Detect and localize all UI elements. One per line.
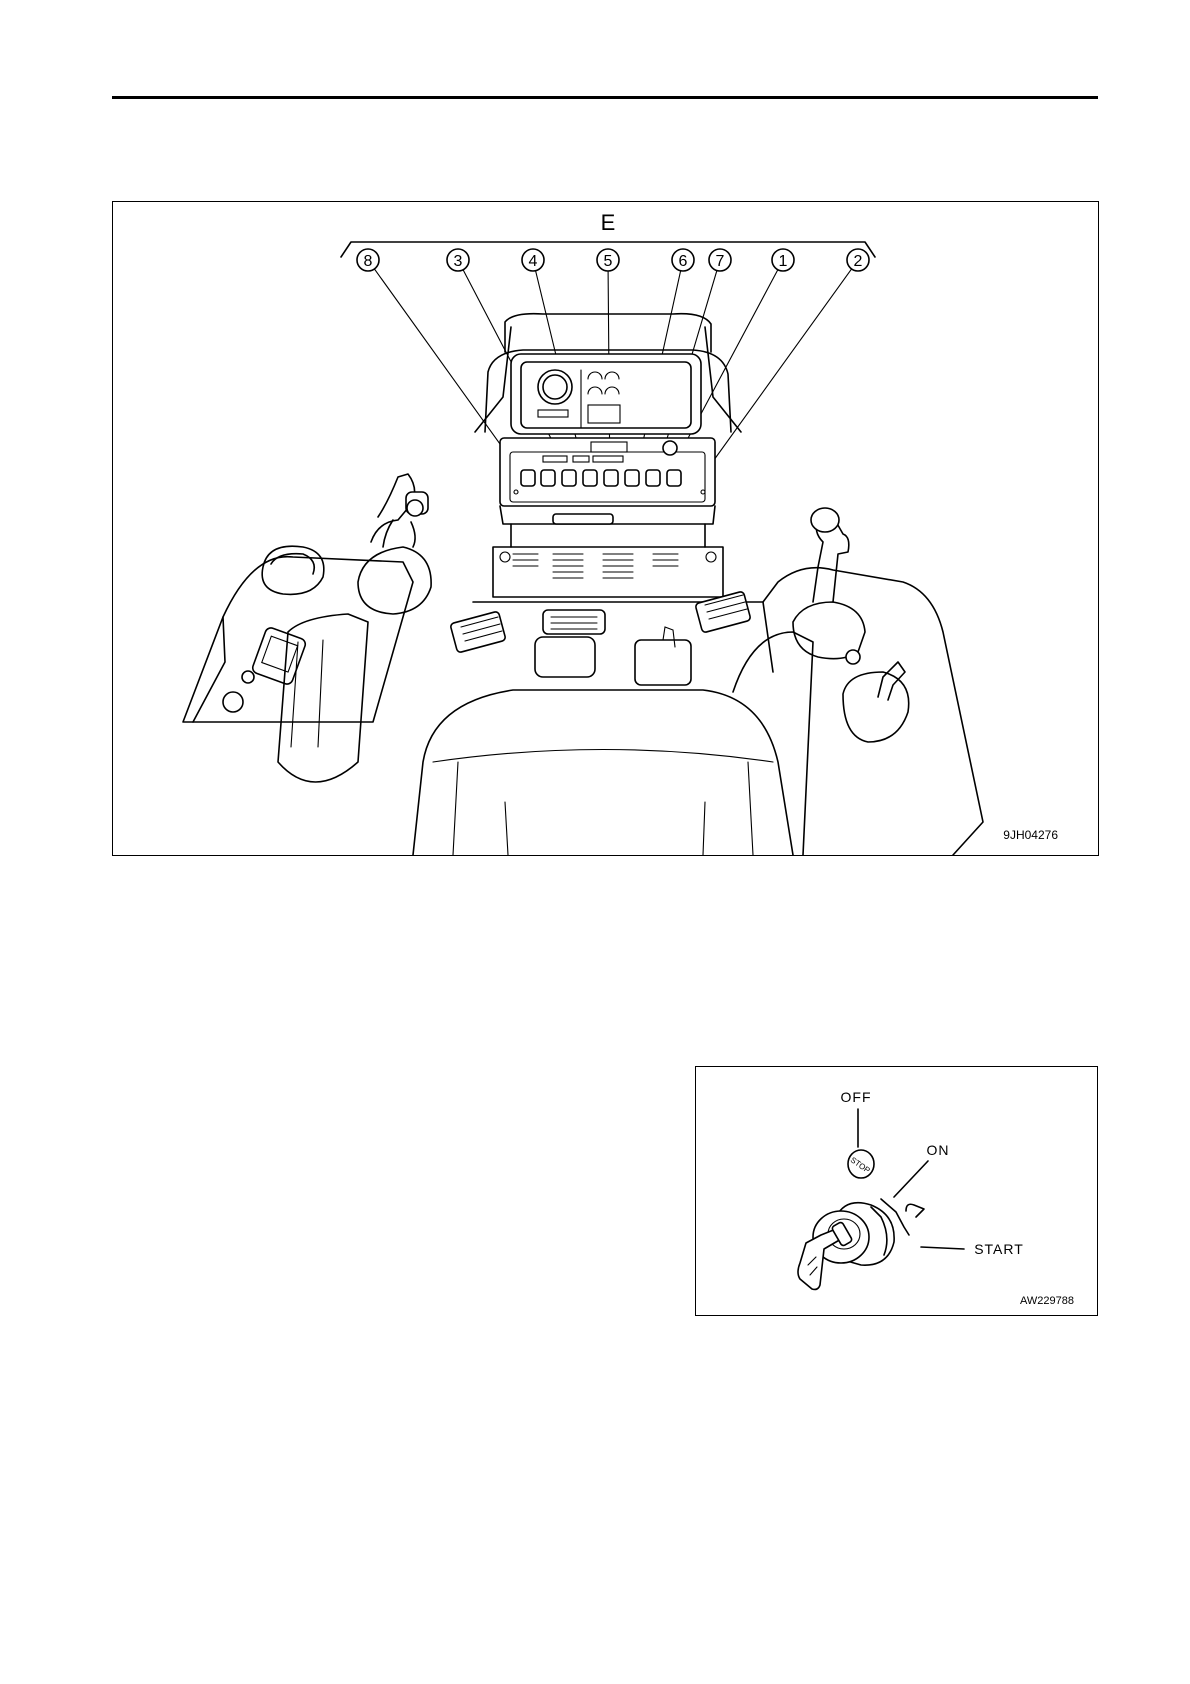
- label-start: START: [974, 1241, 1024, 1257]
- start-return-icon: [906, 1204, 924, 1217]
- callout-number-7: 7: [716, 253, 725, 270]
- cab-overview-figure: E 8 3 4 5 6 7 1 2: [112, 201, 1099, 856]
- start-leader: [921, 1247, 964, 1249]
- key-switch-illustration: OFF STOP ON START AW229788: [696, 1067, 1097, 1315]
- on-leader: [894, 1161, 928, 1197]
- operator-seat: [413, 690, 793, 855]
- label-on: ON: [927, 1142, 950, 1158]
- callout-number-3: 3: [454, 253, 463, 270]
- group-label-e: E: [601, 210, 616, 235]
- callout-group: 8 3 4 5 6 7 1 2: [357, 249, 869, 271]
- callout-number-1: 1: [779, 253, 788, 270]
- callout-number-4: 4: [529, 253, 538, 270]
- cab-illustration: E 8 3 4 5 6 7 1 2: [113, 202, 1098, 855]
- figure1-code: 9JH04276: [1003, 828, 1058, 842]
- callout-number-2: 2: [854, 253, 863, 270]
- key-switch-figure: OFF STOP ON START AW229788: [695, 1066, 1098, 1316]
- stop-mark: STOP: [848, 1150, 874, 1178]
- right-console: [733, 508, 983, 855]
- figure2-code: AW229788: [1020, 1295, 1074, 1307]
- floor-pedals: [450, 591, 773, 685]
- left-console: [183, 474, 431, 782]
- label-off: OFF: [841, 1089, 872, 1105]
- callout-number-6: 6: [679, 253, 688, 270]
- callout-number-5: 5: [604, 253, 613, 270]
- callout-number-8: 8: [364, 253, 373, 270]
- header-rule: [112, 96, 1098, 99]
- dashboard-console: [475, 314, 741, 597]
